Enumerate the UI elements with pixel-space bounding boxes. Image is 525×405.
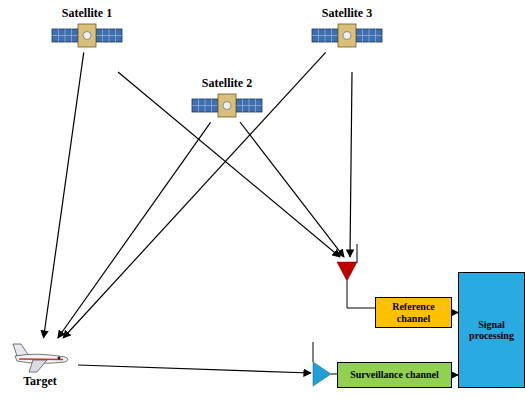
aircraft-icon bbox=[7, 338, 73, 374]
signal-arrow bbox=[63, 52, 326, 338]
node-label: Satellite 3 bbox=[305, 6, 389, 20]
satellite: Satellite 3 bbox=[305, 6, 389, 52]
solar-panel bbox=[96, 29, 122, 42]
satellite-dish bbox=[223, 102, 231, 110]
reference-antenna bbox=[337, 262, 357, 281]
panel-grid bbox=[236, 105, 262, 106]
satellite-body bbox=[78, 24, 96, 47]
signal-ray bbox=[118, 72, 340, 257]
signal-arrow bbox=[58, 122, 211, 338]
echo-ray bbox=[78, 365, 311, 373]
antenna-mast bbox=[313, 342, 314, 362]
satellite-icon bbox=[191, 90, 263, 122]
box-label: Reference channel bbox=[379, 301, 448, 324]
panel-grid bbox=[96, 35, 122, 36]
target-aircraft: Target bbox=[5, 338, 75, 388]
signal-arrow bbox=[44, 52, 84, 338]
wing bbox=[29, 360, 47, 372]
panel-grid bbox=[192, 105, 218, 106]
solar-panel bbox=[52, 29, 78, 42]
solar-panel bbox=[356, 29, 382, 42]
signal-ray bbox=[350, 72, 352, 257]
livery-stripe bbox=[19, 358, 63, 360]
node-label: Satellite 1 bbox=[45, 6, 129, 20]
satellite-dish bbox=[343, 32, 351, 40]
cockpit-window bbox=[58, 357, 61, 360]
solar-panel bbox=[312, 29, 338, 42]
satellite-body bbox=[218, 94, 236, 117]
feed-wire bbox=[347, 281, 375, 308]
satellite: Satellite 1 bbox=[45, 6, 129, 52]
node-label: Target bbox=[5, 374, 75, 388]
satellite: Satellite 2 bbox=[185, 76, 269, 122]
surveillance-channel-box: Surveillance channel bbox=[337, 362, 452, 388]
surveillance-antenna bbox=[313, 362, 331, 386]
box-label: Surveillance channel bbox=[350, 369, 439, 381]
satellite-dish bbox=[83, 32, 91, 40]
panel-grid bbox=[312, 35, 338, 36]
satellite-body bbox=[338, 24, 356, 47]
antenna-mast bbox=[357, 244, 358, 263]
signal-ray bbox=[240, 122, 344, 257]
satellite-icon bbox=[311, 20, 383, 52]
node-label: Satellite 2 bbox=[185, 76, 269, 90]
satellite-icon bbox=[51, 20, 123, 52]
panel-grid bbox=[356, 35, 382, 36]
reference-channel-box: Reference channel bbox=[375, 297, 452, 328]
solar-panel bbox=[192, 99, 218, 112]
signal-processing-box: Signal processing bbox=[458, 272, 525, 388]
panel-grid bbox=[52, 35, 78, 36]
box-label: Signal processing bbox=[462, 319, 521, 342]
solar-panel bbox=[236, 99, 262, 112]
